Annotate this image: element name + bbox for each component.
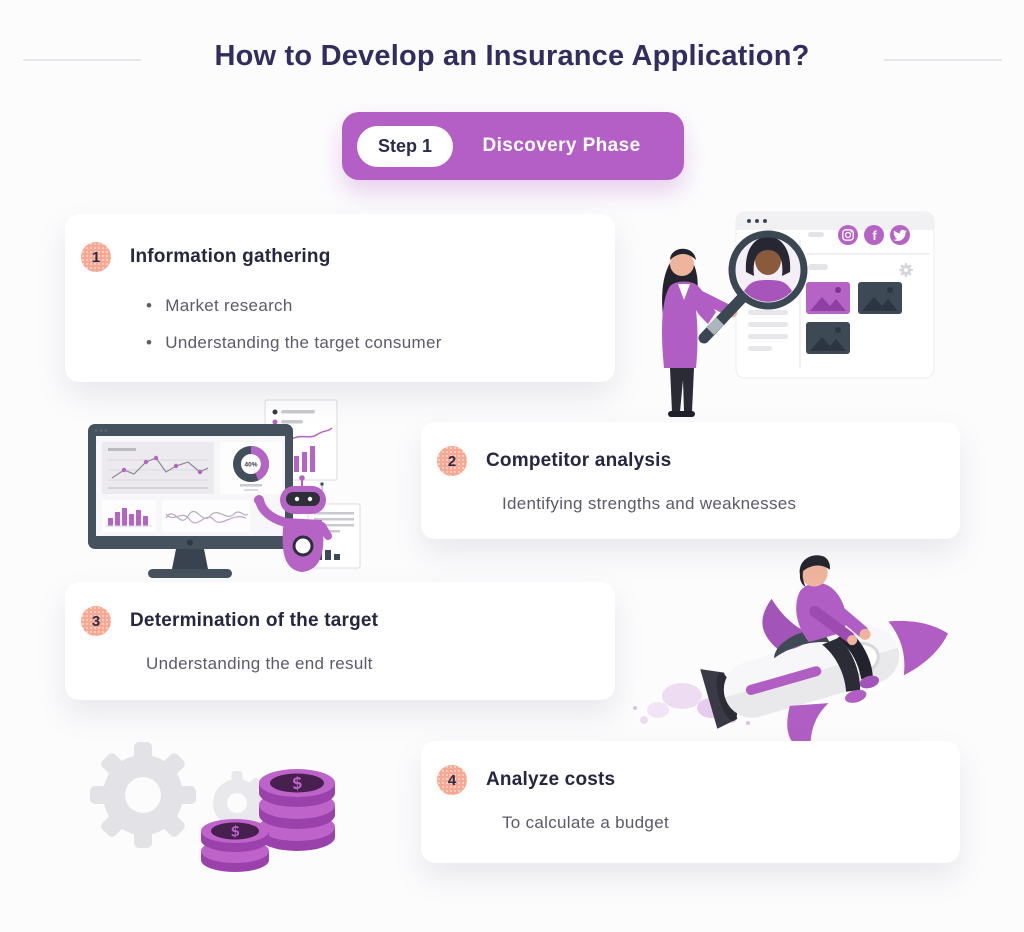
card-title: Competitor analysis xyxy=(486,450,672,471)
wave-chart-panel xyxy=(162,500,250,532)
gears-coins-illustration: $ $ xyxy=(90,742,335,872)
step-number-badge: 3 xyxy=(81,606,111,636)
bullet-item: Market research xyxy=(146,287,591,324)
title-divider-left xyxy=(23,59,141,61)
analytics-monitor-illustration: 40% xyxy=(88,399,361,578)
gear-icon xyxy=(899,263,913,277)
step-pill: Step 1 Discovery Phase xyxy=(342,112,684,180)
monitor: 40% xyxy=(88,424,293,578)
donut-chart-panel: 40% xyxy=(220,442,282,494)
coin-stack-tall: $ xyxy=(259,769,335,851)
robot xyxy=(254,475,332,572)
twitter-icon xyxy=(890,225,910,245)
card-competitor-analysis: 2 Competitor analysis Identifying streng… xyxy=(421,422,960,539)
bullet-list: Market research Understanding the target… xyxy=(146,287,591,361)
step-number-pill: Step 1 xyxy=(357,125,454,167)
step-number-badge: 4 xyxy=(437,765,467,795)
rocket-launch-illustration xyxy=(633,555,948,746)
woman-researcher xyxy=(662,248,738,417)
instagram-icon xyxy=(838,225,858,245)
bar-chart-panel xyxy=(102,500,156,532)
card-title: Information gathering xyxy=(130,246,331,267)
gear-large xyxy=(90,742,196,848)
bullet-item: Understanding the target consumer xyxy=(146,324,591,361)
image-placeholder-dark-2 xyxy=(806,322,850,354)
dollar-sign: $ xyxy=(290,773,305,794)
card-analyze-costs: 4 Analyze costs To calculate a budget xyxy=(421,741,960,863)
gear-small xyxy=(213,771,269,829)
image-placeholder-purple xyxy=(806,282,850,314)
card-title: Determination of the target xyxy=(130,610,379,631)
image-placeholder-dark-1 xyxy=(858,282,902,314)
coin-stack-short: $ xyxy=(201,819,269,872)
social-research-illustration: f xyxy=(662,211,935,417)
donut-percentage-label: 40% xyxy=(244,462,257,469)
title-divider-right xyxy=(884,59,1002,61)
dollar-sign: $ xyxy=(229,823,242,841)
card-information-gathering: 1 Information gathering Market research … xyxy=(65,214,615,382)
man-on-rocket xyxy=(774,555,880,703)
card-title: Analyze costs xyxy=(486,769,616,790)
card-subtitle: Understanding the end result xyxy=(146,654,373,673)
line-chart-panel xyxy=(102,442,214,494)
card-subtitle: To calculate a budget xyxy=(502,813,669,832)
rocket xyxy=(700,555,948,746)
step-number-badge: 1 xyxy=(81,242,111,272)
card-subtitle: Identifying strengths and weaknesses xyxy=(502,494,797,513)
page-title: How to Develop an Insurance Application? xyxy=(214,40,810,72)
svg-text:f: f xyxy=(872,228,877,243)
card-determination-of-target: 3 Determination of the target Understand… xyxy=(65,582,615,700)
step-phase-label: Discovery Phase xyxy=(482,135,641,156)
step-number-badge: 2 xyxy=(437,446,467,476)
facebook-icon: f xyxy=(864,225,884,245)
magnifier-icon xyxy=(698,230,808,344)
